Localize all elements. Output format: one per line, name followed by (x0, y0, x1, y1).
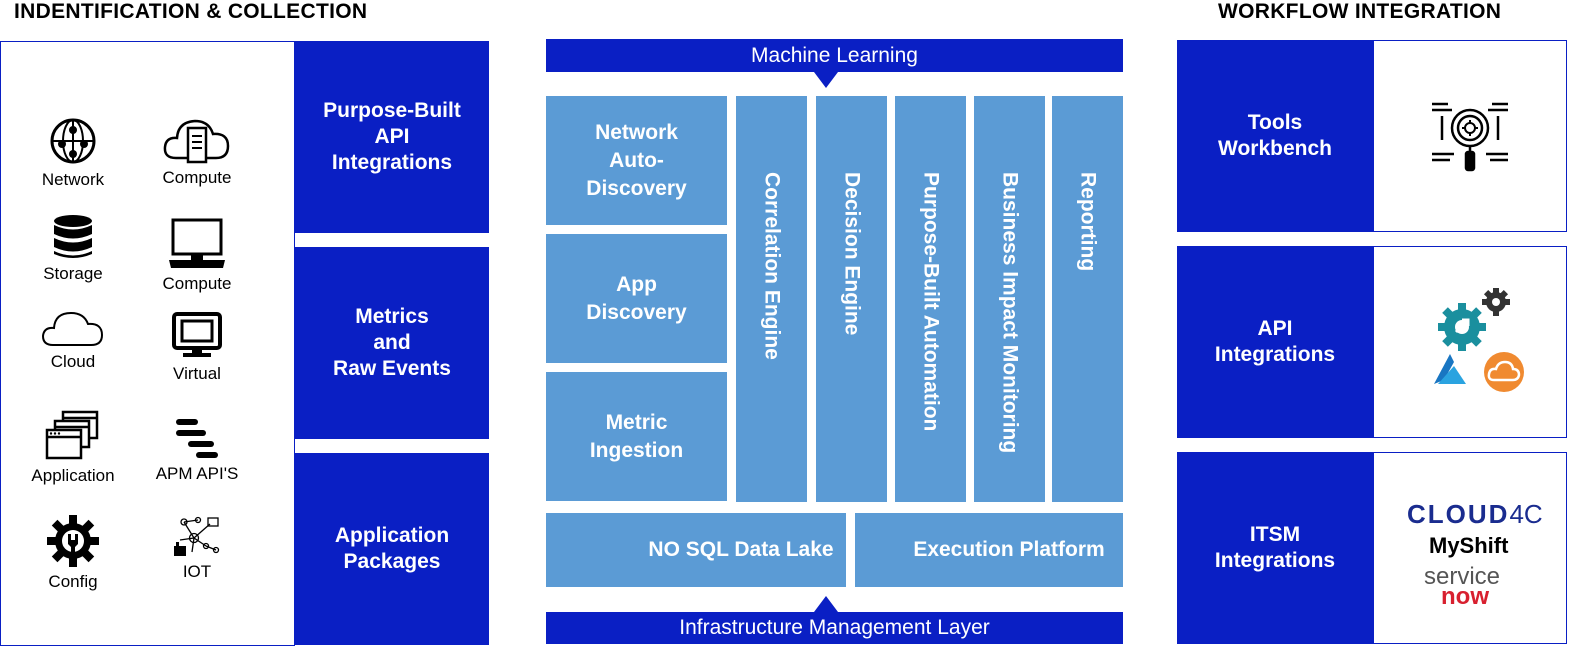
database-icon (54, 215, 92, 258)
api-integrations-icon-box (1373, 246, 1567, 438)
iot-icon (174, 516, 220, 556)
source-iot: IOT (142, 516, 252, 582)
machine-learning-pointer (814, 72, 838, 88)
servicenow-logo-now: now (1441, 583, 1489, 610)
source-apm-apis: APM API'S (142, 416, 252, 484)
cloud-compute-icon (163, 119, 230, 164)
infrastructure-management-banner: Infrastructure Management Layer (546, 612, 1123, 644)
source-compute-cloud: Compute (142, 114, 252, 188)
purpose-built-automation-label: Purpose-Built Automation (919, 172, 943, 432)
apm-bars-icon (176, 419, 218, 458)
collection-metrics-raw-events: Metrics and Raw Events (295, 247, 489, 439)
machine-learning-banner: Machine Learning (546, 39, 1123, 72)
source-label: Storage (43, 264, 103, 283)
monitor-icon (169, 218, 225, 268)
source-compute-monitor: Compute (142, 218, 252, 294)
source-label: Network (41, 170, 105, 189)
source-label: Config (48, 572, 98, 591)
correlation-engine-column: Correlation Engine (736, 96, 807, 502)
windows-stack-icon (45, 410, 99, 460)
metric-ingestion-box: Metric Ingestion (546, 372, 727, 501)
cloud4c-logo: CLOUD4C (1407, 499, 1543, 530)
nosql-data-lake-box: NO SQL Data Lake (546, 513, 846, 587)
network-icon (50, 118, 96, 164)
analytics-magnifier-icon (1432, 102, 1508, 172)
cloud-icon (41, 311, 104, 346)
tools-workbench-icon-box (1373, 40, 1567, 232)
workflow-api-integrations: API Integrations (1177, 246, 1373, 438)
source-label: Compute (162, 168, 232, 187)
source-label: IOT (182, 562, 212, 581)
decision-engine-label: Decision Engine (840, 172, 864, 336)
servicenow-logo-service: service (1424, 563, 1501, 590)
cloud4c-logo-suffix: 4C (1509, 499, 1543, 529)
myshift-logo: MyShift (1429, 533, 1509, 558)
app-discovery-box: App Discovery (546, 234, 727, 363)
source-config: Config (18, 514, 128, 592)
api-gears-cloud-icon (1434, 288, 1524, 392)
itsm-logos-box: CLOUD4C MyShift service now (1373, 452, 1567, 644)
workflow-itsm-integrations: ITSM Integrations (1177, 452, 1373, 644)
source-label: Compute (162, 274, 232, 293)
decision-engine-column: Decision Engine (816, 96, 887, 502)
infrastructure-pointer (814, 596, 838, 612)
collection-purpose-built-api: Purpose-Built API Integrations (295, 41, 489, 233)
business-impact-monitoring-column: Business Impact Monitoring (974, 96, 1045, 502)
heading-workflow-integration: WORKFLOW INTEGRATION (1218, 0, 1502, 23)
execution-platform-box: Execution Platform (855, 513, 1123, 587)
source-label: Application (31, 466, 115, 485)
source-network: Network (18, 116, 128, 190)
source-application: Application (18, 410, 128, 486)
business-impact-monitoring-label: Business Impact Monitoring (998, 172, 1022, 454)
source-label: Virtual (173, 364, 221, 383)
source-storage: Storage (18, 214, 128, 284)
source-label: Cloud (50, 352, 96, 371)
source-label: APM API'S (155, 464, 239, 483)
source-cloud: Cloud (18, 310, 128, 372)
workflow-tools-workbench: Tools Workbench (1177, 40, 1373, 232)
virtual-monitor-icon (172, 312, 222, 357)
reporting-column: Reporting (1052, 96, 1123, 502)
collection-application-packages: Application Packages (295, 453, 489, 645)
network-auto-discovery-box: Network Auto- Discovery (546, 96, 727, 225)
reporting-label: Reporting (1076, 172, 1100, 272)
source-virtual: Virtual (142, 312, 252, 384)
cloud4c-logo-main: CLOUD (1407, 499, 1510, 529)
heading-identification-collection: INDENTIFICATION & COLLECTION (14, 0, 368, 23)
gear-wrench-icon (47, 515, 99, 567)
purpose-built-automation-column: Purpose-Built Automation (895, 96, 966, 502)
correlation-engine-label: Correlation Engine (760, 172, 784, 360)
sources-panel (0, 41, 295, 646)
